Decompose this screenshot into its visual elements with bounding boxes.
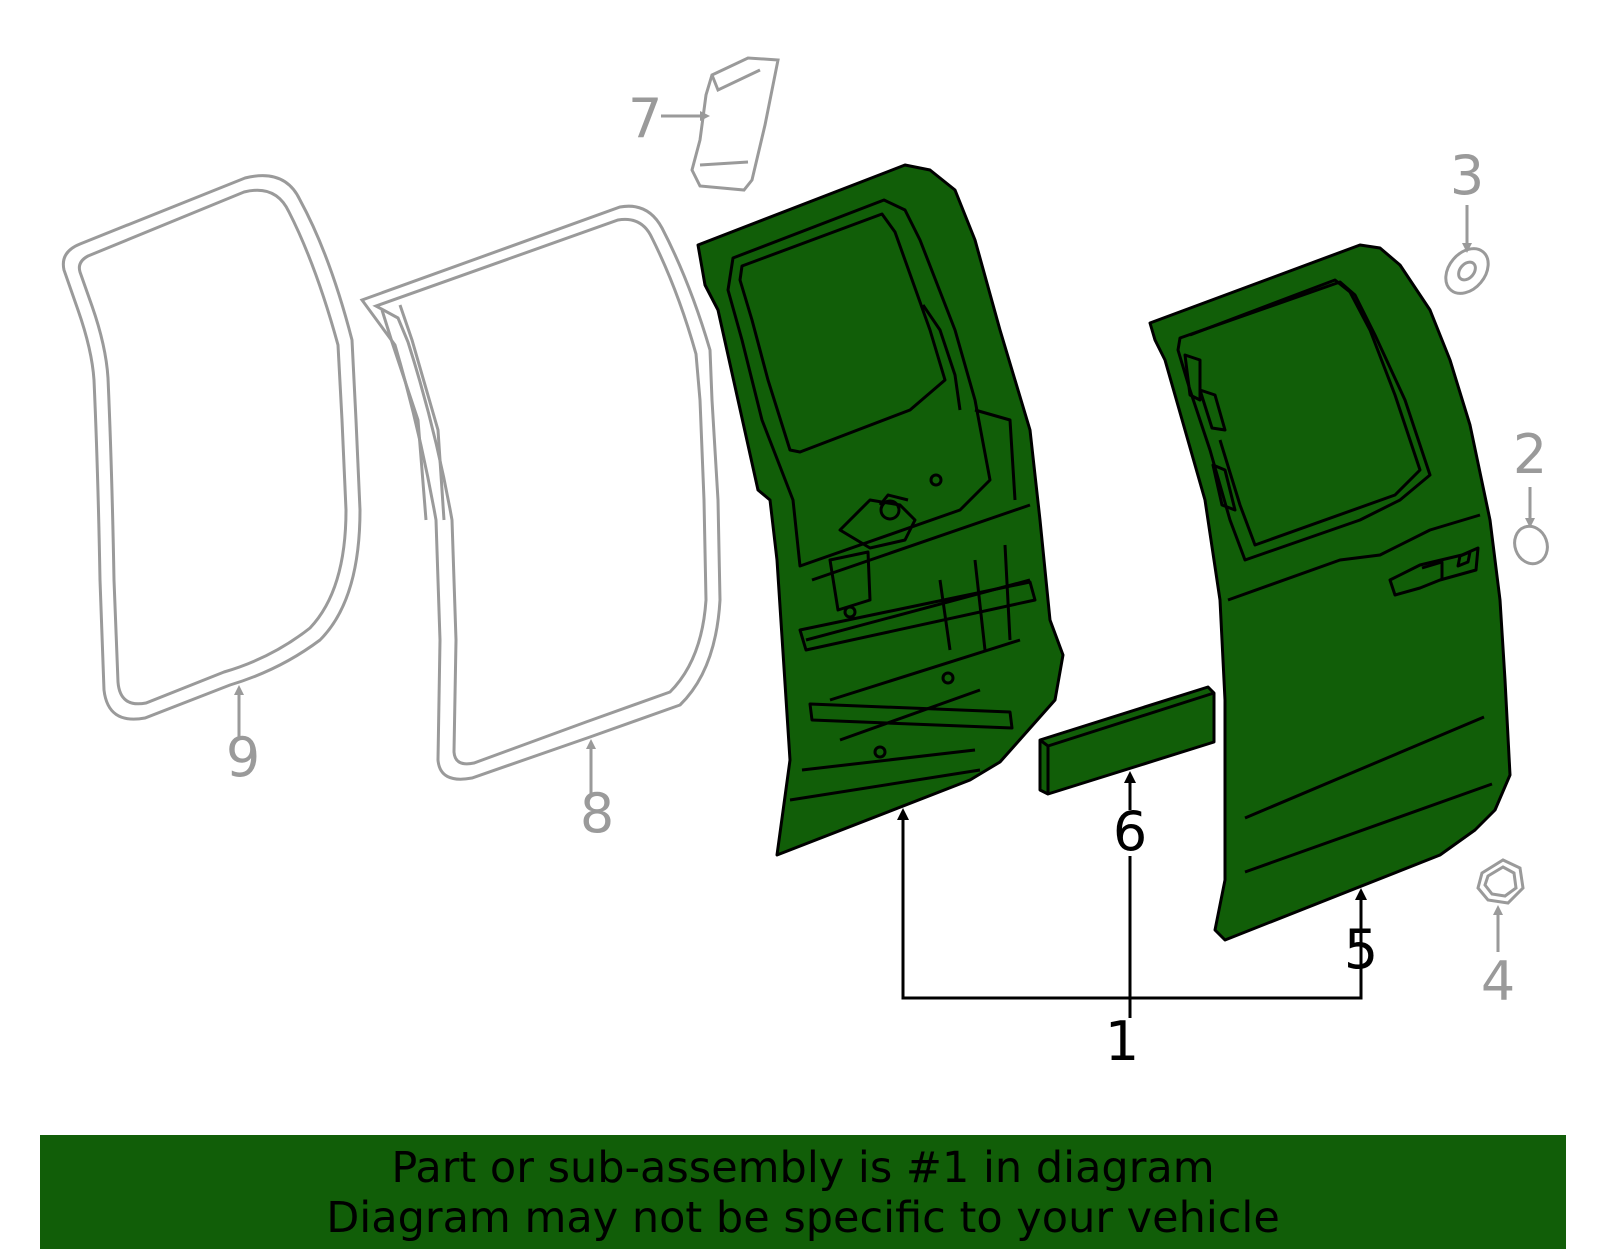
callout-3: 3 [1450, 144, 1484, 207]
part-9-weatherstrip[interactable] [61, 174, 362, 721]
callout-4: 4 [1481, 950, 1515, 1013]
part-2-plug[interactable] [1509, 522, 1552, 569]
footer-line-2: Diagram may not be specific to your vehi… [326, 1193, 1280, 1243]
footer-line-1: Part or sub-assembly is #1 in diagram [391, 1143, 1215, 1193]
callout-5: 5 [1344, 918, 1378, 981]
part-3-grommet[interactable] [1437, 240, 1497, 301]
callout-1: 1 [1105, 1010, 1139, 1073]
leader-1-bracket [901, 813, 1363, 1000]
leaders-black [897, 771, 1367, 1018]
part-5-outer-panel[interactable] [1148, 243, 1512, 942]
part-6-moulding[interactable] [1038, 685, 1216, 796]
callout-8: 8 [580, 782, 614, 845]
callout-6: 6 [1113, 800, 1147, 863]
footer-banner: Part or sub-assembly is #1 in diagram Di… [40, 1135, 1566, 1249]
callout-7: 7 [628, 87, 662, 150]
part-1-door-shell[interactable] [696, 163, 1065, 857]
callout-9: 9 [226, 726, 260, 789]
part-4-nut[interactable] [1476, 858, 1525, 905]
part-8-weatherstrip[interactable] [359, 204, 722, 781]
callout-2: 2 [1513, 423, 1547, 486]
part-7-bracket[interactable] [690, 56, 780, 192]
leaders-grey [234, 111, 1535, 952]
